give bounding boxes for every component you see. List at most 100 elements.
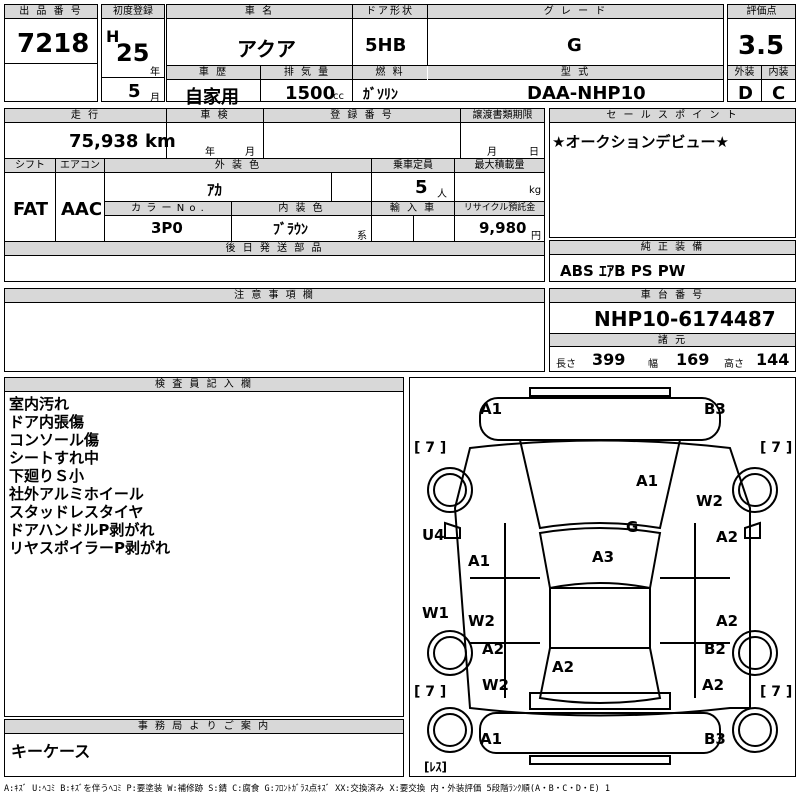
shift-label: シフト — [5, 159, 55, 173]
equipment-text: ABS ｴｱB PS PW — [560, 262, 686, 280]
later-parts-label: 後 日 発 送 部 品 — [5, 242, 544, 256]
mark-front-bumper-r: B3 — [704, 400, 726, 418]
mark-door-fl: A1 — [468, 552, 491, 570]
recycle-unit: 円 — [531, 231, 541, 242]
lot-label: 出 品 番 号 — [5, 5, 97, 19]
capacity-unit: 人 — [437, 189, 447, 200]
tread-rl: [ 7 ] — [414, 684, 447, 700]
car-info-box: 車 名 アクア ドア形状 5HB グ レ ー ド G 車 歴 自家用 排 気 量… — [166, 4, 724, 108]
history: 自家用 — [185, 87, 239, 108]
mark-pillar-l: U4 — [422, 526, 445, 544]
lot-box: 出 品 番 号 7218 — [4, 4, 98, 102]
inspection-label: 車 検 — [167, 109, 263, 123]
info-table: 走 行 75,938 km 車 検 年 月 登 録 番 号 譲渡書類期限 月 日… — [4, 108, 545, 282]
car-name: アクア — [237, 37, 296, 61]
mark-rear-bumper-r: B3 — [704, 730, 726, 748]
fuel-label: 燃 料 — [353, 66, 427, 80]
first-reg-box: 初度登録 H 25 年 5 月 — [101, 4, 165, 104]
inspector-line: コンソール傷 — [9, 431, 100, 449]
height-label: 高さ — [724, 359, 744, 370]
capacity-label: 乗車定員 — [372, 159, 454, 173]
tread-rr: [ 7 ] — [760, 684, 793, 700]
mileage: 75,938 — [69, 131, 139, 152]
mileage-unit: km — [145, 131, 176, 152]
score: 3.5 — [738, 31, 785, 61]
fuel: ｶﾞｿﾘﾝ — [363, 87, 398, 103]
inspector-box: 検 査 員 記 入 欄 室内汚れドア内張傷コンソール傷シートすれ中下廻りＳ小社外… — [4, 377, 404, 717]
chassis-box: 車 台 番 号 NHP10-6174487 諸 元 長さ 399 幅 169 高… — [549, 288, 796, 372]
era: H — [106, 27, 120, 46]
mileage-label: 走 行 — [5, 109, 166, 123]
color-no: 3P0 — [151, 219, 183, 237]
history-label: 車 歴 — [167, 66, 260, 80]
equipment-box: 純 正 装 備 ABS ｴｱB PS PW — [549, 240, 796, 282]
year-unit: 年 — [150, 67, 160, 78]
inspector-line: 社外アルミホイール — [9, 485, 144, 503]
ext-color-label: 外 装 色 — [105, 159, 371, 173]
legend: A:ｷｽﾞ U:ﾍｺﾐ B:ｷｽﾞを伴うﾍｺﾐ P:要塗装 W:補修跡 S:錆 … — [4, 784, 610, 794]
insp-year-unit: 年 — [205, 147, 215, 158]
notes-box: 注 意 事 項 欄 — [4, 288, 545, 372]
spare-tire: [ﾚｽ] — [424, 760, 447, 774]
ext-color: ｱｶ — [207, 181, 223, 199]
tread-fl: [ 7 ] — [414, 440, 447, 456]
first-reg-label: 初度登録 — [102, 5, 164, 19]
width-label: 幅 — [648, 359, 658, 370]
displacement-unit: cc — [333, 91, 344, 102]
recycle-label: リサイクル預託金 — [455, 202, 544, 216]
door-label: ドア形状 — [353, 5, 427, 19]
sales-text: ★オークションデビュー★ — [552, 133, 729, 151]
inspector-line: ドアハンドルP剥がれ — [9, 521, 155, 539]
office-box: 事 務 局 よ り ご 案 内 キーケース — [4, 719, 404, 777]
dims-label: 諸 元 — [550, 333, 795, 347]
mark-roof: G — [626, 518, 639, 536]
length-label: 長さ — [556, 359, 576, 370]
score-label: 評価点 — [728, 5, 795, 19]
sales-label: セ ー ル ス ポ イ ン ト — [550, 109, 795, 123]
mark-door-rl: W2 — [468, 612, 495, 630]
inspector-lines: 室内汚れドア内張傷コンソール傷シートすれ中下廻りＳ小社外アルミホイールスタッドレ… — [9, 395, 170, 557]
int-label: 内装 — [762, 66, 795, 80]
length: 399 — [592, 350, 626, 369]
width: 169 — [676, 350, 710, 369]
mark-rear-l: W2 — [482, 676, 509, 694]
tread-fr: [ 7 ] — [760, 440, 793, 456]
transfer-month: 月 — [487, 147, 497, 158]
notes-label: 注 意 事 項 欄 — [5, 289, 544, 303]
reg-month: 5 — [128, 81, 141, 102]
mark-roof2: A3 — [592, 548, 615, 566]
ac: AAC — [61, 199, 103, 220]
month-unit: 月 — [150, 93, 160, 104]
load-unit: kg — [529, 185, 542, 196]
sales-box: セ ー ル ス ポ イ ン ト ★オークションデビュー★ — [549, 108, 796, 238]
transfer-label: 譲渡書類期限 — [461, 109, 544, 123]
inspector-line: ドア内張傷 — [9, 413, 85, 431]
load-label: 最大積載量 — [455, 159, 544, 173]
mark-rear-bumper-l: A1 — [480, 730, 503, 748]
model: DAA-NHP10 — [527, 83, 646, 104]
inspector-line: 室内汚れ — [9, 395, 70, 413]
mark-sill-l: W1 — [422, 604, 449, 622]
mark-door-rr: A2 — [716, 612, 739, 630]
car-outline — [427, 387, 778, 765]
chassis-label: 車 台 番 号 — [550, 289, 795, 303]
displacement-label: 排 気 量 — [261, 66, 353, 80]
lot-number: 7218 — [17, 29, 90, 59]
ext-label: 外装 — [728, 66, 761, 80]
int-color-label: 内 装 色 — [232, 202, 371, 216]
door-type: 5HB — [365, 35, 407, 56]
chassis-number: NHP10-6174487 — [594, 307, 776, 331]
equipment-label: 純 正 装 備 — [550, 241, 795, 255]
ac-label: エアコン — [56, 159, 104, 173]
int-color: ﾌﾞﾗｳﾝ — [273, 222, 308, 238]
score-box: 評価点 3.5 外装 内装 D C — [727, 4, 796, 104]
regno-label: 登 録 番 号 — [264, 109, 460, 123]
transfer-day: 日 — [529, 147, 539, 158]
grade-label: グ レ ー ド — [428, 5, 723, 19]
inspector-label: 検 査 員 記 入 欄 — [5, 378, 403, 392]
model-label: 型 式 — [428, 66, 723, 80]
height: 144 — [756, 350, 790, 369]
office-text: キーケース — [11, 742, 91, 761]
inspector-line: リヤスポイラーP剥がれ — [9, 539, 170, 557]
int-color-suffix: 系 — [357, 231, 367, 242]
